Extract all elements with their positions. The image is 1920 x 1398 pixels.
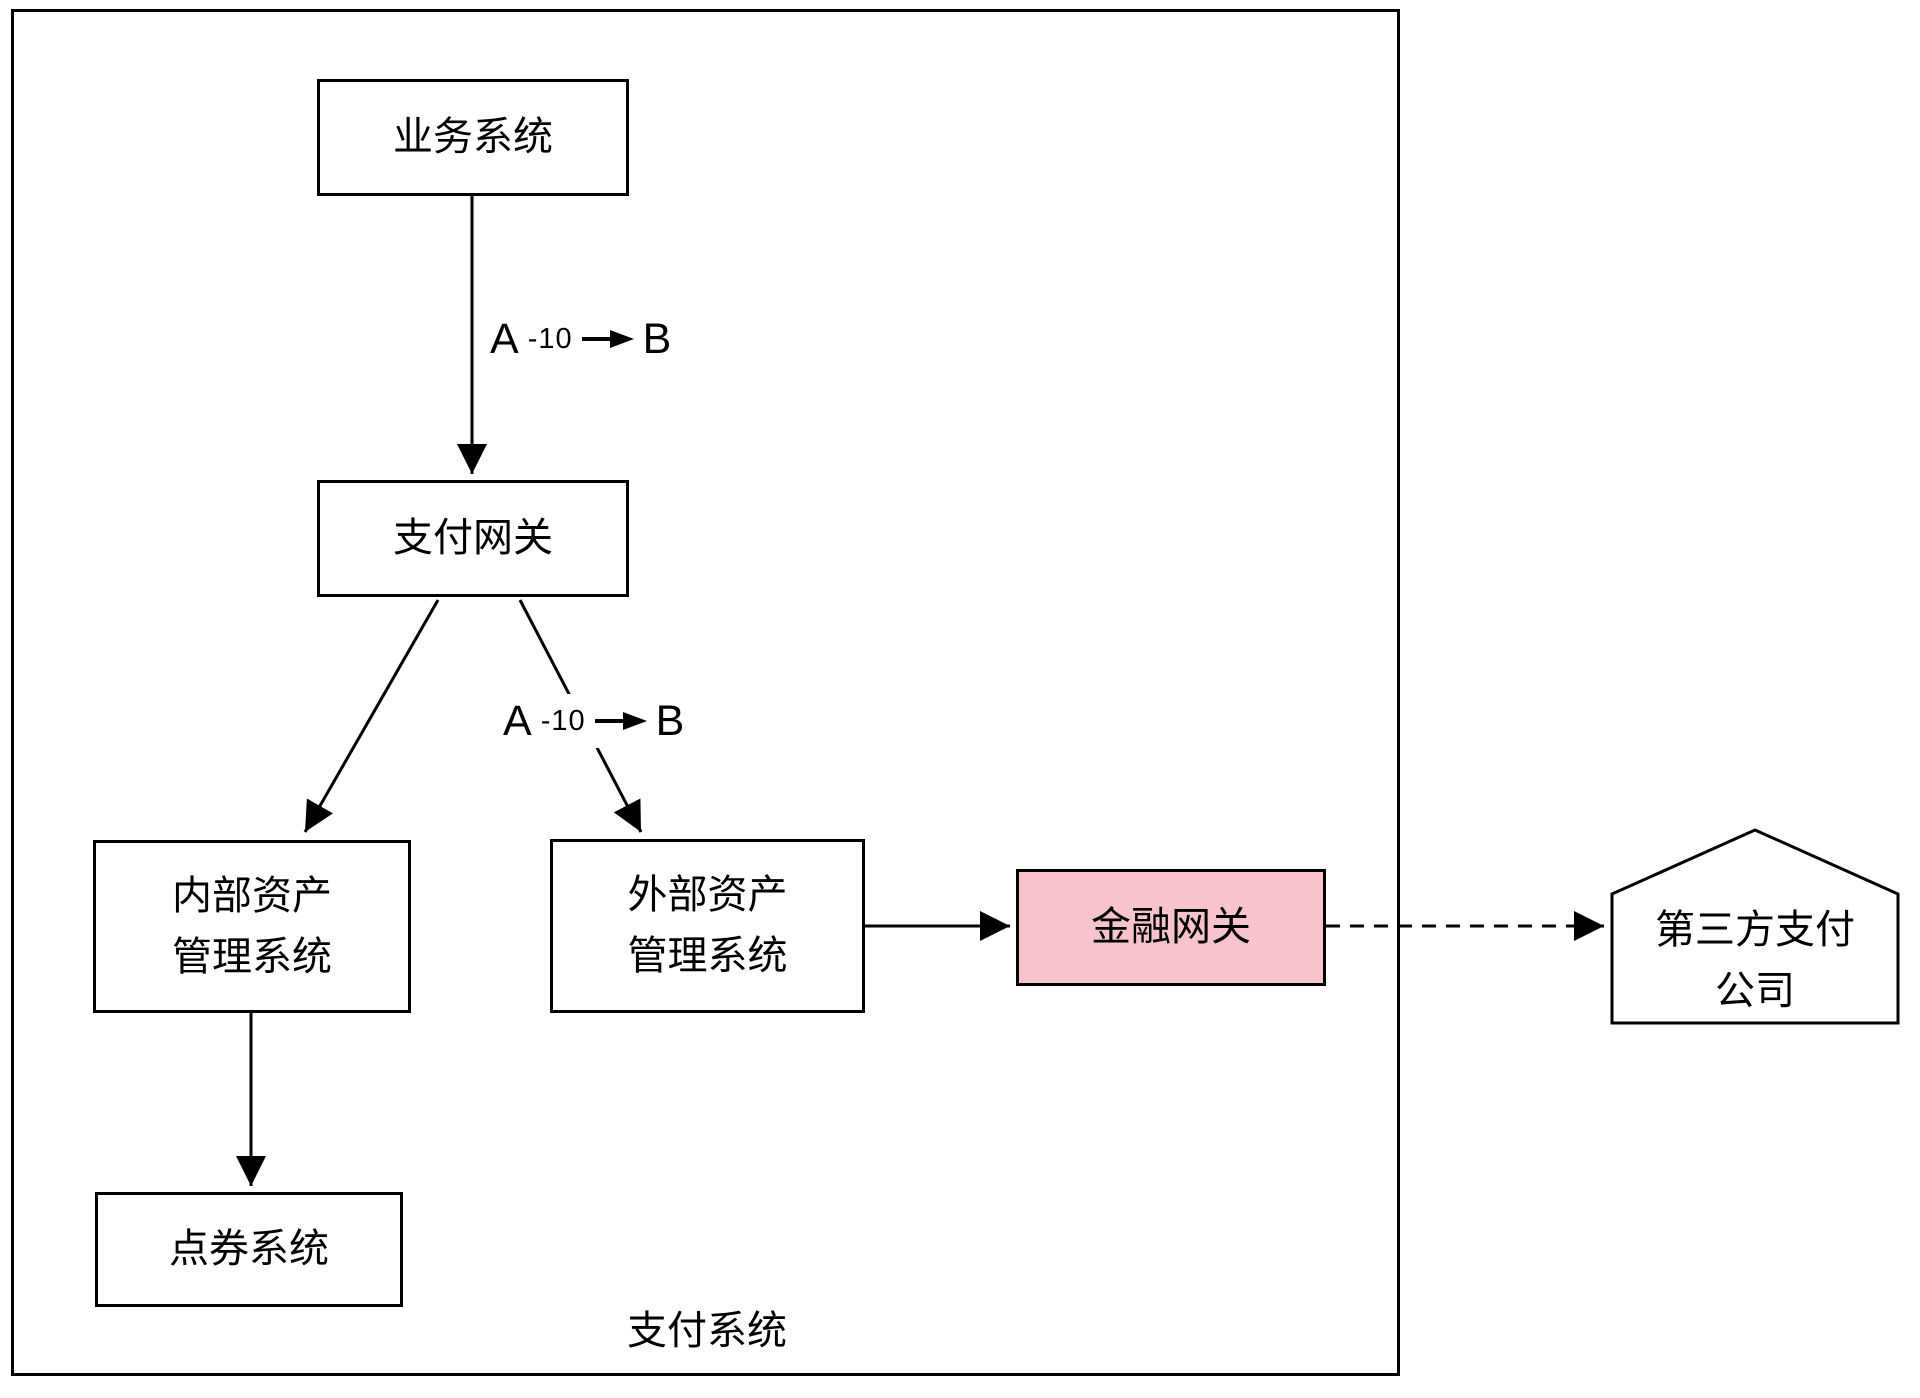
node-business-system: 业务系统	[317, 79, 629, 196]
edge-label-a: A	[490, 315, 519, 363]
payment-system-caption: 支付系统	[627, 1309, 787, 1353]
arrow-gateway-to-internal	[303, 599, 440, 833]
edge-label-b: B	[655, 697, 685, 745]
right-arrow-icon	[581, 329, 634, 349]
payment-system-boundary	[11, 9, 1400, 1376]
house-shape	[1610, 828, 1900, 1025]
node-label-line1: 内部资产	[172, 873, 332, 918]
node-label-line1: 外部资产	[627, 873, 788, 917]
edge-label-b: B	[642, 315, 672, 363]
edge-label-business-to-gateway: A -10 B	[484, 312, 678, 366]
edge-label-weight: -10	[527, 323, 573, 355]
node-label-line2: 管理系统	[627, 934, 788, 978]
node-label: 金融网关	[1091, 905, 1251, 949]
node-label: 支付网关	[393, 516, 553, 560]
node-external-asset-system: 外部资产 管理系统	[550, 839, 865, 1013]
node-third-party-payment-company: 第三方支付 公司	[1610, 828, 1900, 1025]
edge-label-gateway-to-external: A -10 B	[497, 694, 691, 748]
node-label-line1: 第三方支付	[1655, 908, 1855, 952]
node-financial-gateway: 金融网关	[1016, 869, 1326, 986]
edge-label-a: A	[503, 697, 532, 745]
node-label-line2: 公司	[1715, 969, 1795, 1013]
node-label-line2: 管理系统	[172, 934, 332, 979]
node-internal-asset-system: 内部资产 管理系统	[93, 840, 411, 1013]
node-label: 点券系统	[169, 1227, 329, 1271]
node-label: 第三方支付 公司	[1610, 900, 1900, 1022]
node-payment-gateway: 支付网关	[317, 480, 629, 597]
node-voucher-system: 点券系统	[95, 1192, 403, 1307]
edge-label-weight: -10	[540, 705, 586, 737]
node-label: 业务系统	[393, 115, 553, 159]
right-arrow-icon	[594, 711, 647, 731]
